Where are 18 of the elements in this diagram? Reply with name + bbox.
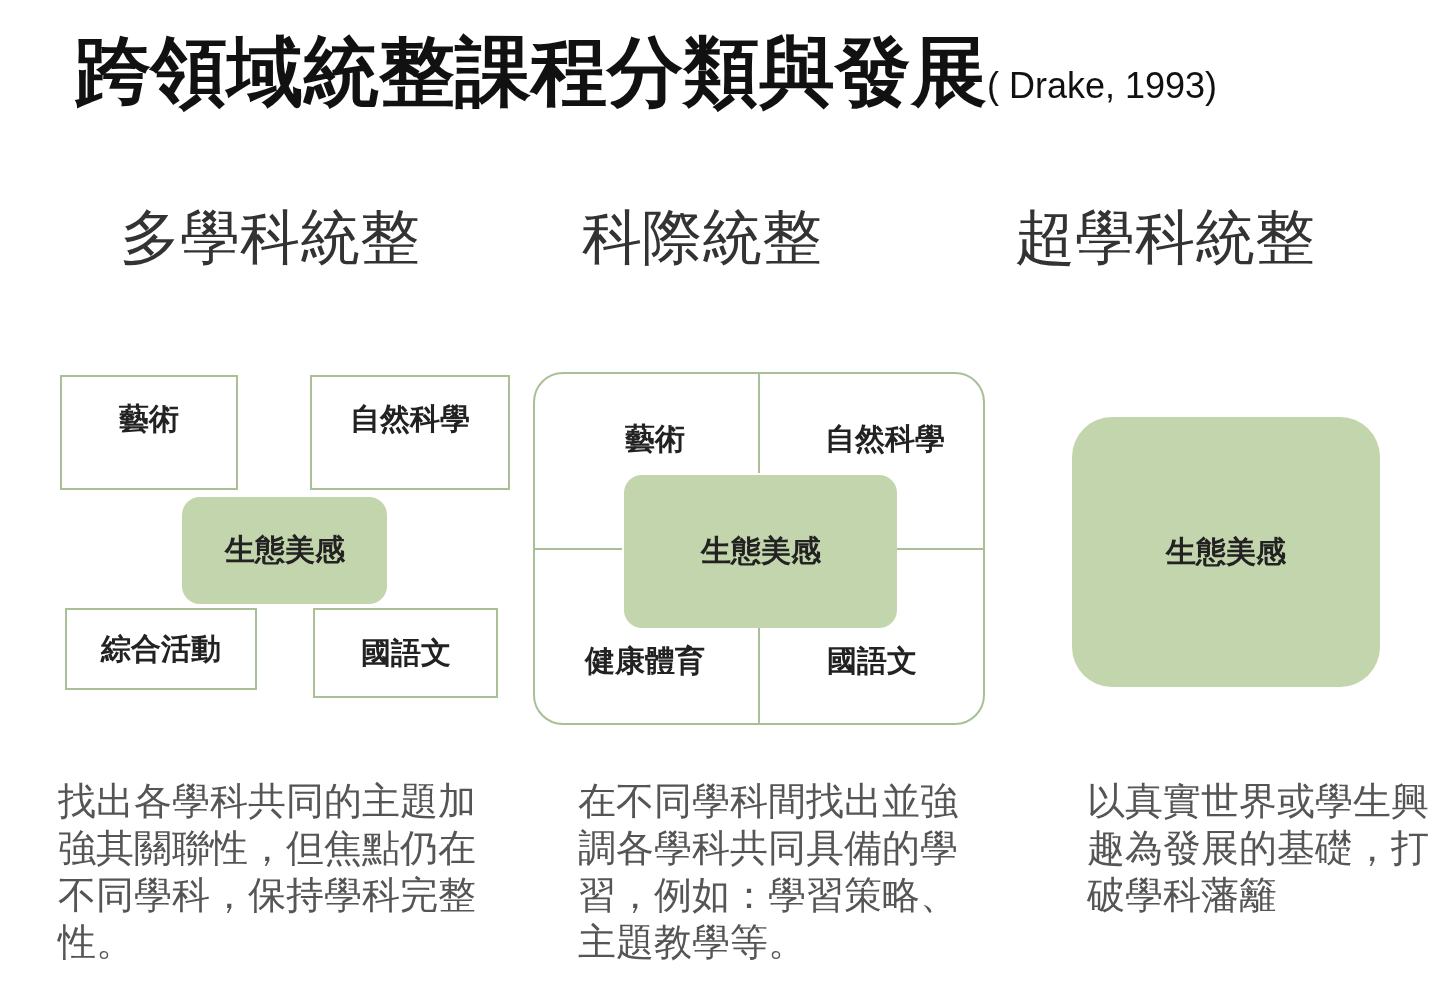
citation: ( Drake, 1993) [987, 65, 1218, 106]
column-heading: 科際統整 [582, 201, 822, 274]
theme-box: 生態美感 [182, 497, 387, 604]
description-text: 以真實世界或學生興趣為發展的基礎，打破學科藩籬 [1087, 778, 1430, 919]
theme-box: 生態美感 [624, 475, 897, 628]
subject-box: 國語文 [313, 608, 498, 698]
quadrant-label: 自然科學 [785, 404, 985, 474]
description-text: 找出各學科共同的主題加強其關聯性，但焦點仍在不同學科，保持學科完整性。 [58, 778, 477, 966]
integrated-box [533, 372, 985, 725]
subject-box: 藝術 [60, 375, 238, 490]
title: 跨領域統整課程分類與發展 [75, 27, 987, 116]
theme-box: 生態美感 [1072, 417, 1380, 687]
description-text: 在不同學科間找出並強調各學科共同具備的學習，例如：學習策略、主題教學等。 [578, 778, 959, 966]
subject-box: 綜合活動 [65, 608, 257, 690]
column-heading: 超學科統整 [1015, 201, 1315, 274]
quadrant-label: 藝術 [575, 404, 735, 474]
column-heading: 多學科統整 [120, 201, 420, 274]
subject-box: 自然科學 [310, 375, 510, 490]
